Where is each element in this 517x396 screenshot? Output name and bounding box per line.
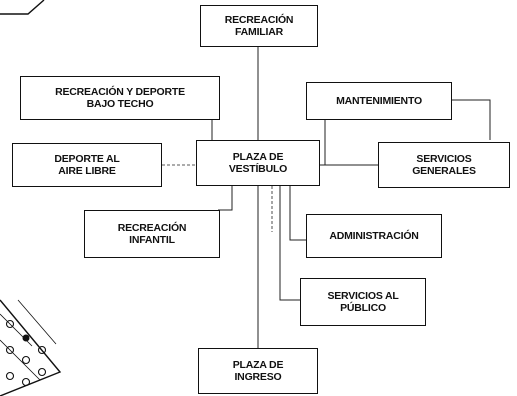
node-servicios-al-publico: SERVICIOS AL PÚBLICO: [300, 278, 426, 326]
circle-grid-decoration: [0, 299, 62, 396]
node-recreacion-infantil: RECREACIÓN INFANTIL: [84, 210, 220, 258]
node-deporte-aire-libre: DEPORTE AL AIRE LIBRE: [12, 143, 162, 187]
link-vestibulo-infantil: [218, 186, 233, 211]
node-recreacion-deporte-bajo-techo: RECREACIÓN Y DEPORTE BAJO TECHO: [20, 76, 220, 120]
node-mantenimiento: MANTENIMIENTO: [306, 82, 452, 120]
node-recreacion-familiar: RECREACIÓN FAMILIAR: [200, 5, 318, 47]
node-plaza-ingreso: PLAZA DE INGRESO: [198, 348, 318, 394]
node-administracion: ADMINISTRACIÓN: [306, 214, 442, 258]
link-vestibulo-admin-b: [289, 186, 306, 241]
node-plaza-vestibulo: PLAZA DE VESTÍBULO: [196, 140, 320, 186]
corner-bracket-decoration: [0, 0, 45, 15]
link-vestibulo-publico: [279, 186, 300, 301]
node-servicios-generales: SERVICIOS GENERALES: [378, 142, 510, 188]
link-mantenimiento-servicios: [452, 99, 491, 140]
